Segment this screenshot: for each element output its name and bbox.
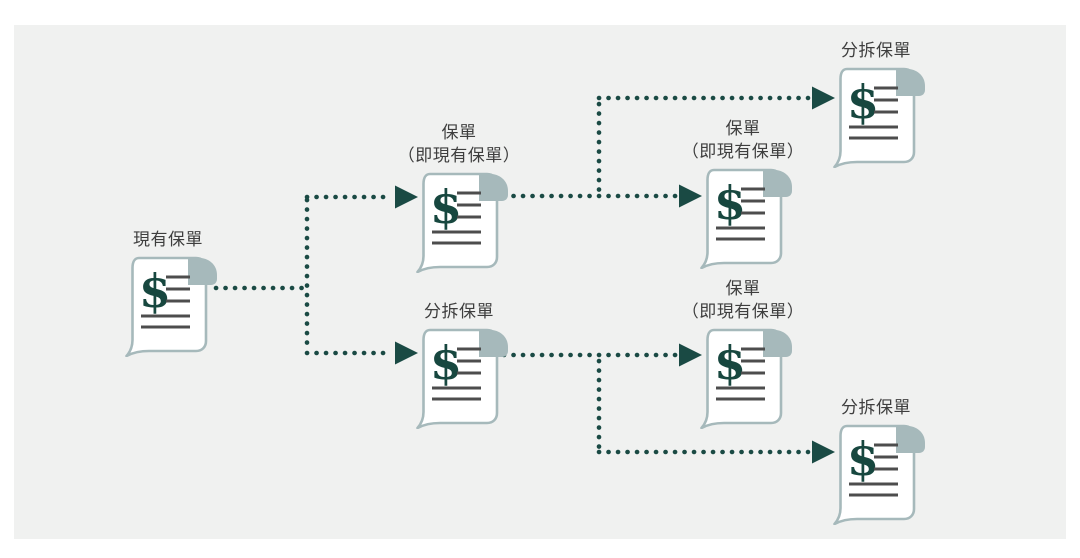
label-line-2: （即現有保單） [681,142,805,161]
label-line-1: 保單 [725,279,761,298]
label-line-1: 保單 [441,123,477,142]
label-line-2: （即現有保單） [397,146,521,165]
policy-scroll-icon [699,167,793,269]
policy-node-split-mid: 分拆保單 [415,302,509,429]
label-line-1: 分拆保單 [841,41,911,60]
policy-node-result-bottom: 保單 （即現有保單） [682,279,804,429]
policy-node-label: 保單 （即現有保單） [623,277,863,323]
policy-node-label: 現有保單 [48,228,288,251]
policy-node-result-top: 保單 （即現有保單） [682,119,804,269]
label-line-1: 保單 [725,119,761,138]
policy-scroll-icon [832,423,926,525]
policy-node-label: 分拆保單 [756,39,996,62]
policy-scroll-icon [415,171,509,273]
policy-node-label: 分拆保單 [339,300,579,323]
policy-node-split-bottom: 分拆保單 [832,398,926,525]
policy-node-label: 分拆保單 [756,396,996,419]
label-line-1: 分拆保單 [841,398,911,417]
policy-node-existing: 現有保單 [124,230,218,357]
label-line-1: 現有保單 [133,230,203,249]
policy-node-label: 保單 （即現有保單） [623,117,863,163]
label-line-1: 分拆保單 [424,302,494,321]
label-line-2: （即現有保單） [681,302,805,321]
policy-scroll-icon [832,66,926,168]
policy-scroll-icon [124,255,218,357]
policy-scroll-icon [415,327,509,429]
policy-node-split-top: 分拆保單 [832,41,926,168]
policy-node-branch-top: 保單 （即現有保單） [398,123,520,273]
policy-node-label: 保單 （即現有保單） [339,121,579,167]
